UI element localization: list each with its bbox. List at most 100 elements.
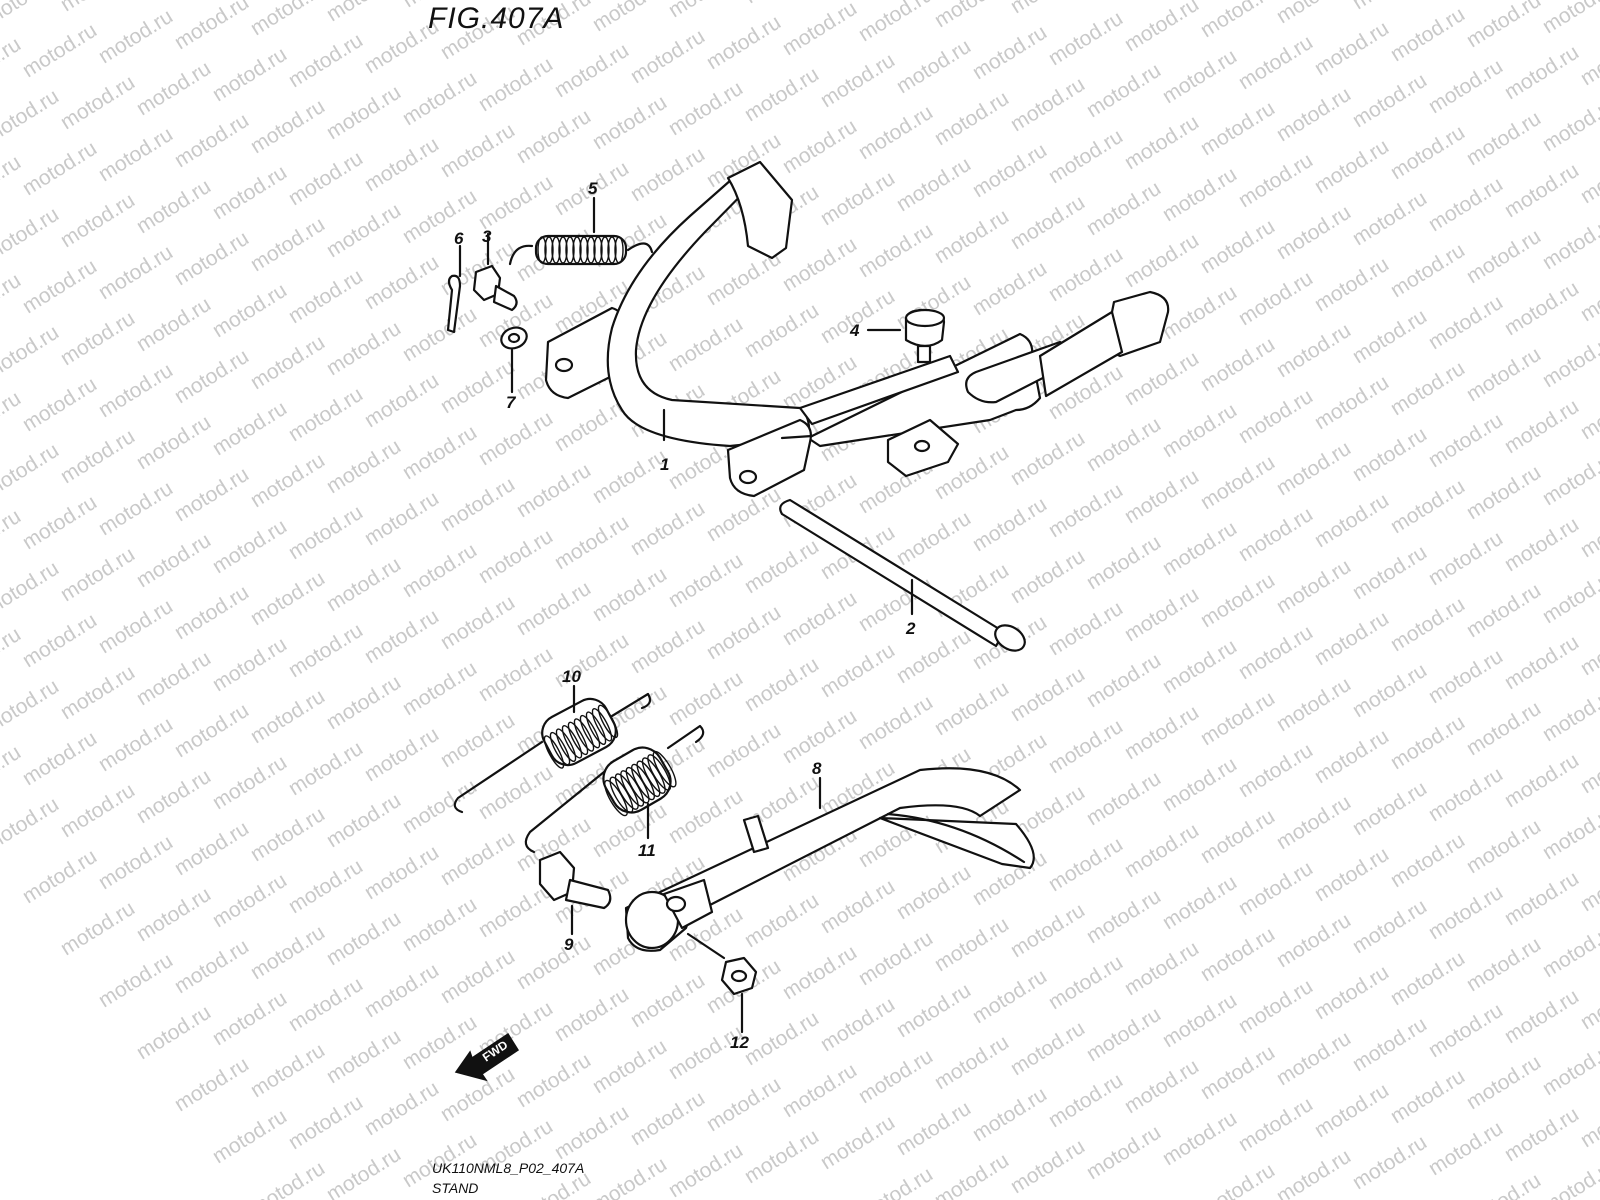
watermark: motod.ru [1044,715,1126,778]
watermark: motod.ru [1082,0,1164,4]
watermark: motod.ru [1386,1065,1468,1128]
watermark: motod.ru [816,49,898,112]
watermark: motod.ru [436,119,518,182]
watermark: motod.ru [1348,1131,1430,1194]
watermark: motod.ru [1082,1003,1164,1066]
watermark: motod.ru [284,1091,366,1154]
watermark: motod.ru [360,487,442,550]
watermark: motod.ru [0,557,63,620]
nut-part-12[interactable] [686,932,758,1034]
watermark: motod.ru [778,233,860,296]
spring-coil [593,236,603,264]
watermark: motod.ru [132,647,214,710]
watermark: motod.ru [1348,69,1430,132]
watermark: motod.ru [18,727,100,790]
watermark: motod.ru [246,0,328,40]
spring-coil [544,236,554,264]
watermark: motod.ru [1044,833,1126,896]
rubber-stopper-part-4[interactable] [866,308,946,364]
watermark: motod.ru [18,255,100,318]
watermark: motod.ru [1158,399,1240,462]
spring-coil [549,731,571,766]
watermark: motod.ru [1082,767,1164,830]
watermark: motod.ru [474,407,556,470]
spring-part-11[interactable] [524,724,705,854]
spring-coil [591,708,613,742]
watermark: motod.ru [930,913,1012,976]
watermark: motod.ru [816,875,898,938]
watermark: motod.ru [1044,597,1126,660]
watermark: motod.ru [1462,933,1544,996]
callout-8: 8 [812,759,822,778]
watermark: motod.ru [1500,1103,1582,1166]
spring-part-10[interactable] [453,684,652,814]
watermark: motod.ru [1082,59,1164,122]
watermark: motod.ru [474,761,556,824]
watermark: motod.ru [1424,173,1506,236]
watermark: motod.ru [1462,107,1544,170]
watermark: motod.ru [1500,867,1582,930]
main-stand-part-1[interactable] [544,160,1170,498]
washer-part-7[interactable] [498,324,529,394]
watermark: motod.ru [1158,989,1240,1052]
watermark: motod.ru [816,639,898,702]
watermark: motod.ru [1272,1027,1354,1090]
watermark: motod.ru [1234,503,1316,566]
watermark: motod.ru [1196,0,1278,42]
callout-6: 6 [454,229,464,248]
watermark: motod.ru [56,307,138,370]
watermark: motod.ru [854,219,936,282]
spring-coil [597,704,619,739]
side-stand-part-8[interactable] [624,767,1035,952]
watermark: motod.ru [1424,881,1506,944]
watermark: motod.ru [930,0,1012,32]
cotter-pin-part-6[interactable] [446,244,462,334]
watermark: motod.ru [1386,829,1468,892]
watermark: motod.ru [626,615,708,678]
watermark: motod.ru [0,675,63,738]
watermark: motod.ru [892,625,974,688]
watermark: motod.ru [740,1125,822,1188]
watermark: motod.ru [1044,7,1126,70]
watermark: motod.ru [1006,899,1088,962]
spring-coil [579,714,601,749]
watermark: motod.ru [816,993,898,1056]
spring-coil [555,728,577,762]
watermark: motod.ru [1120,1055,1202,1118]
watermark: motod.ru [284,383,366,446]
bolt-part-3[interactable] [472,232,518,312]
watermark: motod.ru [740,889,822,952]
watermark: motod.ru [968,965,1050,1028]
watermark: motod.ru [322,81,404,144]
watermark: motod.ru [1196,451,1278,514]
watermark: motod.ru [398,775,480,838]
spring-part-5[interactable] [508,196,654,266]
watermark: motod.ru [1462,0,1544,52]
watermark: motod.ru [284,737,366,800]
spring-coil [652,750,677,788]
watermark: motod.ru [56,425,138,488]
watermark: motod.ru [740,63,822,126]
bolt-part-9[interactable] [538,850,612,936]
watermark: motod.ru [1272,83,1354,146]
watermark: motod.ru [968,257,1050,320]
watermark: motod.ru [740,535,822,598]
watermark: motod.ru [246,567,328,630]
watermark: motod.ru [322,199,404,262]
spring-coil [586,236,596,264]
stand-shaft-part-2[interactable] [779,498,1029,656]
callout-11: 11 [638,841,656,860]
watermark: motod.ru [18,137,100,200]
watermark: motod.ru [1348,777,1430,840]
watermark: motod.ru [322,789,404,852]
watermark: motod.ru [360,841,442,904]
watermark: motod.ru [626,497,708,560]
watermark: motod.ru [246,449,328,512]
watermark: motod.ru [132,175,214,238]
watermark: motod.ru [1386,593,1468,656]
watermark: motod.ru [246,213,328,276]
watermark: motod.ru [1538,919,1600,982]
watermark: motod.ru [208,43,290,106]
watermark: motod.ru [1272,201,1354,264]
watermark: motod.ru [18,609,100,672]
